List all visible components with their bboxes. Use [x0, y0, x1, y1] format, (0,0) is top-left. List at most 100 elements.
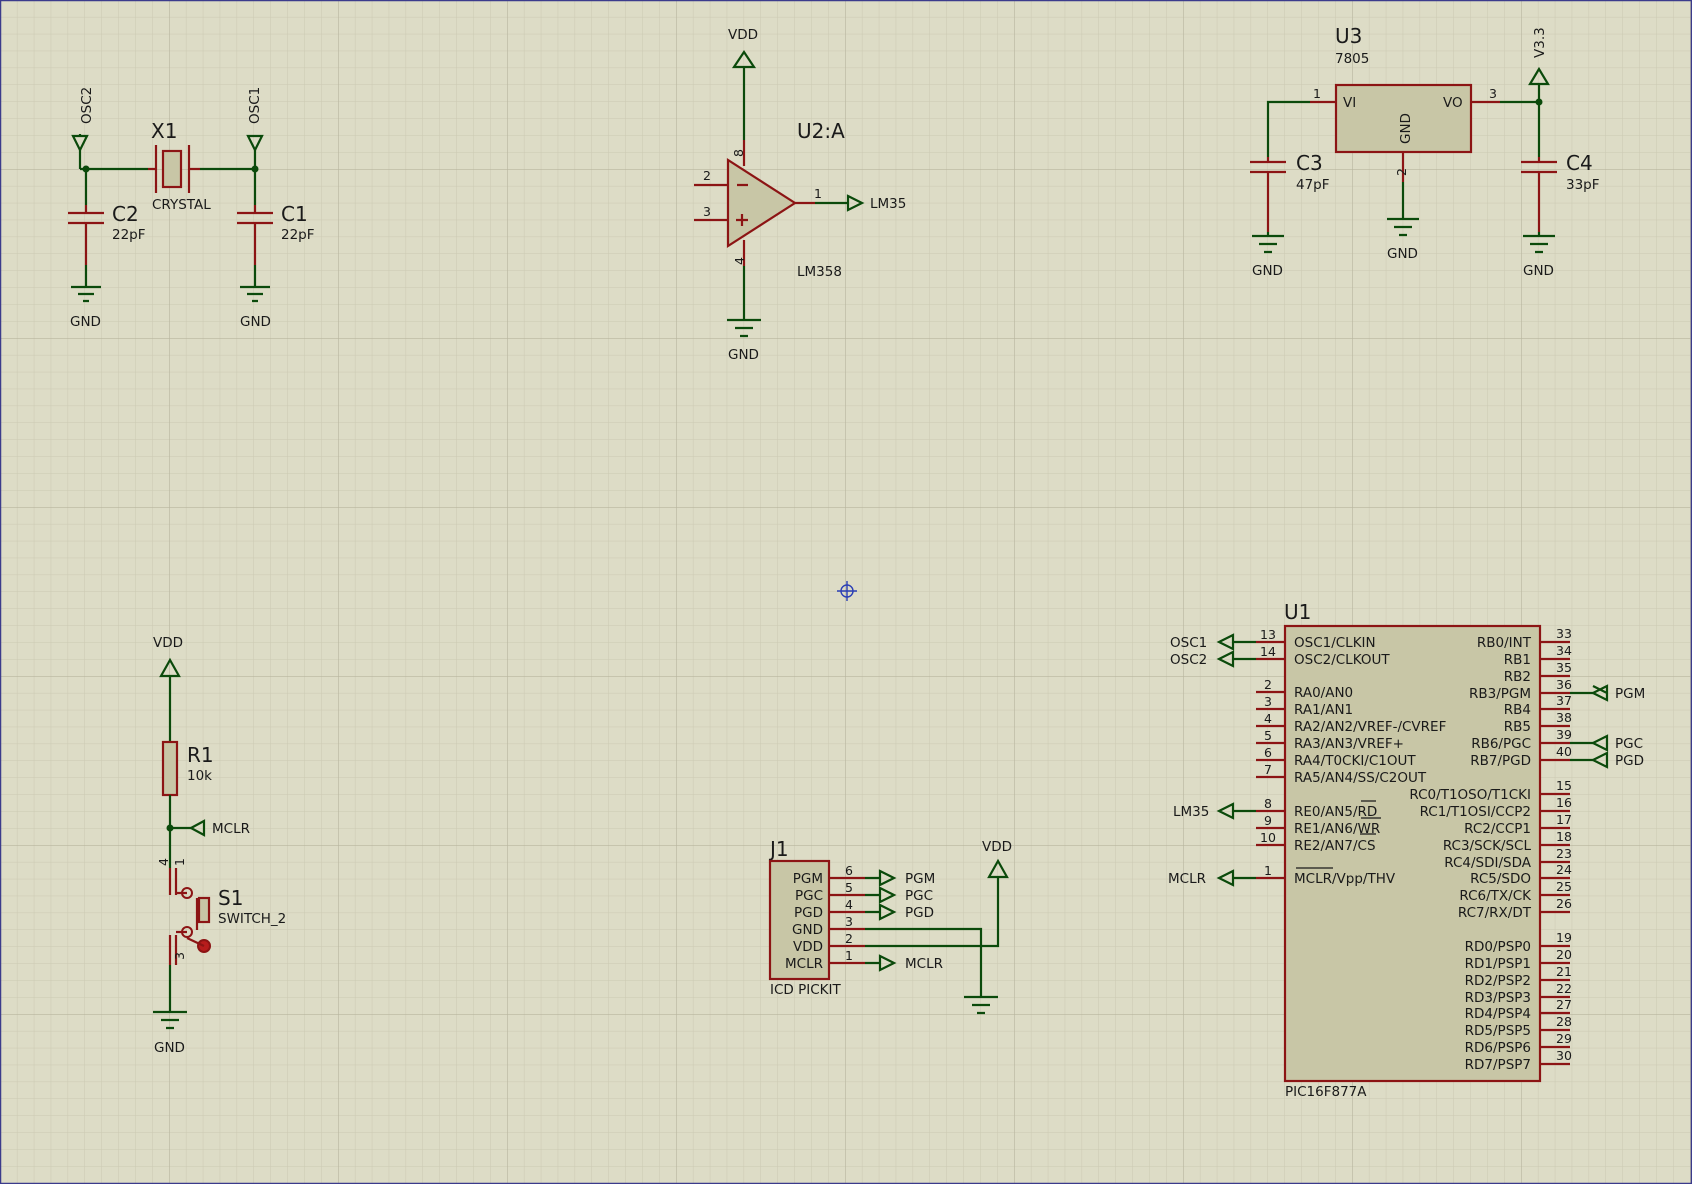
- u1-pin-name: RC0/T1OSO/T1CKI: [1409, 787, 1531, 803]
- mcu-u1[interactable]: U1 PIC16F877A OSC1/CLKIN13OSC2/CLKOUT14R…: [1168, 600, 1645, 1100]
- u1-pin-number: 34: [1556, 643, 1572, 658]
- j1-pin: PGM 6: [793, 863, 865, 887]
- c2-value: 22pF: [112, 227, 146, 243]
- reset-circuit[interactable]: VDD R1 10k MCLR 4 1 3 S1 SWITCH_2 GND: [153, 635, 286, 1056]
- u1-right-pin: RB3/PGM 36: [1469, 677, 1572, 702]
- c4-gnd-label: GND: [1523, 263, 1554, 279]
- u1-pin-number: 14: [1260, 644, 1276, 659]
- icd-header-j1[interactable]: J1 ICD PICKIT PGM6PGC5PGD4GND3VDD2MCLR1 …: [768, 837, 1012, 1015]
- u1-pin-name: RC1/T1OSI/CCP2: [1420, 804, 1531, 820]
- c2-ref: C2: [112, 202, 139, 226]
- s1-pin4: 4: [156, 858, 171, 866]
- opamp-ref: U2:A: [797, 119, 845, 143]
- u3-ref: U3: [1335, 24, 1362, 48]
- u1-pin-number: 15: [1556, 778, 1572, 793]
- c2-gnd-label: GND: [70, 314, 101, 330]
- osc1-net-label: OSC1: [247, 87, 263, 124]
- capacitor-c2[interactable]: C2 22pF GND: [68, 169, 146, 330]
- opamp-triangle: [726, 157, 798, 249]
- u1-right-pin: RC0/T1OSO/T1CKI 15: [1409, 778, 1572, 803]
- u1-pin-number: 30: [1556, 1048, 1572, 1063]
- u1-pin-number: 36: [1556, 677, 1572, 692]
- u1-left-pin: RA1/AN1 3: [1256, 694, 1353, 718]
- u1-pin-name: RA0/AN0: [1294, 685, 1353, 701]
- j1-value: ICD PICKIT: [770, 982, 841, 998]
- u1-pin-name: RE2/AN7/CS: [1294, 838, 1376, 854]
- u1-pin-name: RC2/CCP1: [1464, 821, 1531, 837]
- overbar-marks: [1296, 800, 1381, 869]
- u1-pin-number: 3: [1264, 694, 1272, 709]
- regulator-u3[interactable]: U3 7805 VI VO GND 1 3 2 C3 47pF GND GND …: [1250, 24, 1600, 279]
- u1-pin-number: 33: [1556, 626, 1572, 641]
- opamp-vdd-arrow: [731, 50, 757, 140]
- j1-pin-number: 3: [845, 914, 853, 929]
- u3-vo: VO: [1443, 95, 1463, 111]
- u1-pin-number: 4: [1264, 711, 1272, 726]
- u1-pin-name: RA1/AN1: [1294, 702, 1353, 718]
- osc2-terminal[interactable]: OSC2: [71, 87, 95, 169]
- crystal-x1[interactable]: X1 CRYSTAL: [148, 119, 211, 213]
- u1-pin-number: 5: [1264, 728, 1272, 743]
- u1-pin-name: RA3/AN3/VREF+: [1294, 736, 1404, 752]
- mclr-net-label-r1: MCLR: [212, 821, 250, 837]
- x1-ref: X1: [151, 119, 177, 143]
- u1-pin-number: 29: [1556, 1031, 1572, 1046]
- j1-pgm-net: PGM: [905, 871, 935, 887]
- u1-pin-name: RE0/AN5/RD: [1294, 804, 1377, 820]
- c1-value: 22pF: [281, 227, 315, 243]
- opamp-pin3: 3: [703, 204, 711, 219]
- switch-s1[interactable]: 4 1 3 S1 SWITCH_2: [156, 858, 286, 965]
- u1-pin-name: RB4: [1504, 702, 1531, 718]
- u1-pin-number: 16: [1556, 795, 1572, 810]
- c3-gnd-label: GND: [1252, 263, 1283, 279]
- opamp-gnd-label: GND: [728, 347, 759, 363]
- u1-pin-number: 24: [1556, 862, 1572, 877]
- crystal-circuit[interactable]: OSC2 OSC1 X1 CRYSTAL C2 22pF: [68, 0, 315, 330]
- u1-body: [1283, 624, 1542, 1083]
- j1-pin-name: PGC: [795, 888, 823, 904]
- j1-pin-name: PGM: [793, 871, 823, 887]
- opamp-vdd-label: VDD: [728, 27, 758, 43]
- c1-ref: C1: [281, 202, 308, 226]
- u1-left-pin: RA2/AN2/VREF-/CVREF 4: [1256, 711, 1446, 735]
- u1-pin-number: 9: [1264, 813, 1272, 828]
- u1-pin-name: RB3/PGM: [1469, 686, 1531, 702]
- u1-pin-number: 17: [1556, 812, 1572, 827]
- u1-pin-name: RC3/SCK/SCL: [1443, 838, 1532, 854]
- j1-pin-number: 6: [845, 863, 853, 878]
- u1-pin-name: RD5/PSP5: [1465, 1023, 1531, 1039]
- u1-lm35-net: LM35: [1173, 804, 1209, 820]
- capacitor-c1[interactable]: C1 22pF GND: [237, 169, 315, 330]
- c3-ref: C3: [1296, 151, 1323, 175]
- opamp-u2a[interactable]: VDD 8 2 3 1 LM35 4 GND U2:A LM358: [694, 27, 906, 363]
- u1-pin-name: RA2/AN2/VREF-/CVREF: [1294, 719, 1446, 735]
- u1-pin-number: 20: [1556, 947, 1572, 962]
- u1-pin-name: RD1/PSP1: [1465, 956, 1531, 972]
- j1-pin-name: VDD: [793, 939, 823, 955]
- u1-pgd-net: PGD: [1615, 753, 1644, 769]
- u1-pin-name: RA5/AN4/SS/C2OUT: [1294, 770, 1427, 786]
- s1-gnd-label: GND: [154, 1040, 185, 1056]
- osc2-net-label: OSC2: [79, 87, 95, 124]
- c3-value: 47pF: [1296, 177, 1330, 193]
- j1-pin-number: 4: [845, 897, 853, 912]
